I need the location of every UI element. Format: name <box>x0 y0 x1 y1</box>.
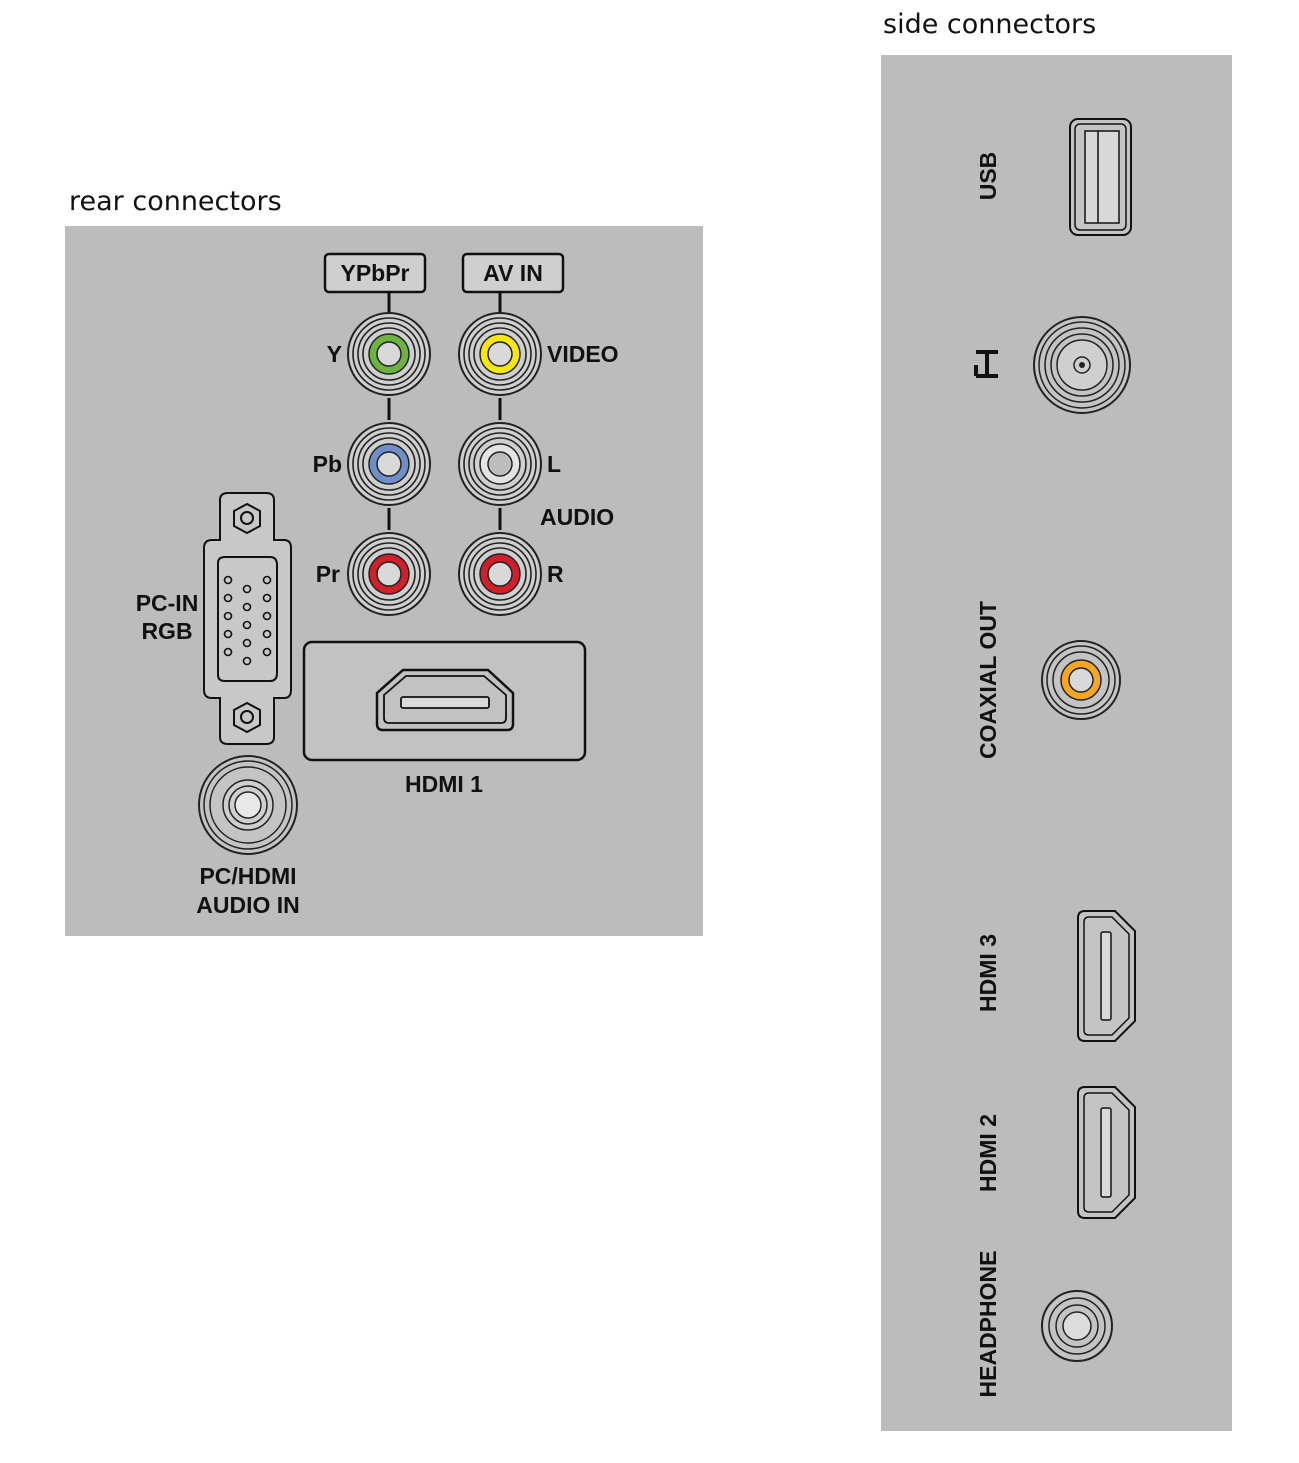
side-panel <box>881 55 1232 1431</box>
video-jack[interactable] <box>458 312 542 396</box>
antenna-icon <box>974 350 998 378</box>
label-pc-in: PC-IN <box>136 590 199 616</box>
label-pb: Pb <box>313 451 342 477</box>
label-headphone: HEADPHONE <box>975 1251 1001 1398</box>
pc-in-vga-port[interactable] <box>203 492 292 745</box>
audio-l-jack[interactable] <box>458 422 542 506</box>
ypbpr-label: YPbPr <box>340 260 409 286</box>
label-hdmi3: HDMI 3 <box>975 934 1001 1012</box>
jack-link-lines <box>387 292 502 530</box>
audio-r-jack[interactable] <box>458 532 542 616</box>
avin-label: AV IN <box>483 260 543 286</box>
label-video: VIDEO <box>547 341 619 367</box>
hdmi2-port[interactable] <box>1077 1086 1136 1219</box>
hdmi1-port[interactable] <box>302 640 587 762</box>
avin-group-box: AV IN <box>461 252 565 294</box>
pb-jack[interactable] <box>347 422 431 506</box>
label-pc-hdmi: PC/HDMI <box>199 863 296 889</box>
label-pr: Pr <box>316 561 340 587</box>
label-hdmi1: HDMI 1 <box>405 771 483 797</box>
coaxial-out-jack[interactable] <box>1041 640 1121 720</box>
antenna-rf-port[interactable] <box>1033 316 1131 414</box>
label-r: R <box>547 561 564 587</box>
side-connectors-title: side connectors <box>883 9 1097 40</box>
label-audio-in: AUDIO IN <box>196 892 300 918</box>
y-jack[interactable] <box>347 312 431 396</box>
label-y: Y <box>327 341 342 367</box>
hdmi3-port[interactable] <box>1077 910 1136 1042</box>
label-audio: AUDIO <box>540 504 614 530</box>
ypbpr-group-box: YPbPr <box>323 252 427 294</box>
pc-hdmi-audio-in-jack[interactable] <box>198 755 298 855</box>
usb-port[interactable] <box>1069 118 1132 236</box>
label-usb: USB <box>975 152 1001 201</box>
headphone-jack[interactable] <box>1041 1290 1113 1362</box>
label-coaxial-out: COAXIAL OUT <box>975 601 1001 759</box>
label-hdmi2: HDMI 2 <box>975 1114 1001 1192</box>
label-l: L <box>547 451 561 477</box>
label-rgb: RGB <box>141 618 192 644</box>
pr-jack[interactable] <box>347 532 431 616</box>
rear-connectors-title: rear connectors <box>69 186 282 217</box>
